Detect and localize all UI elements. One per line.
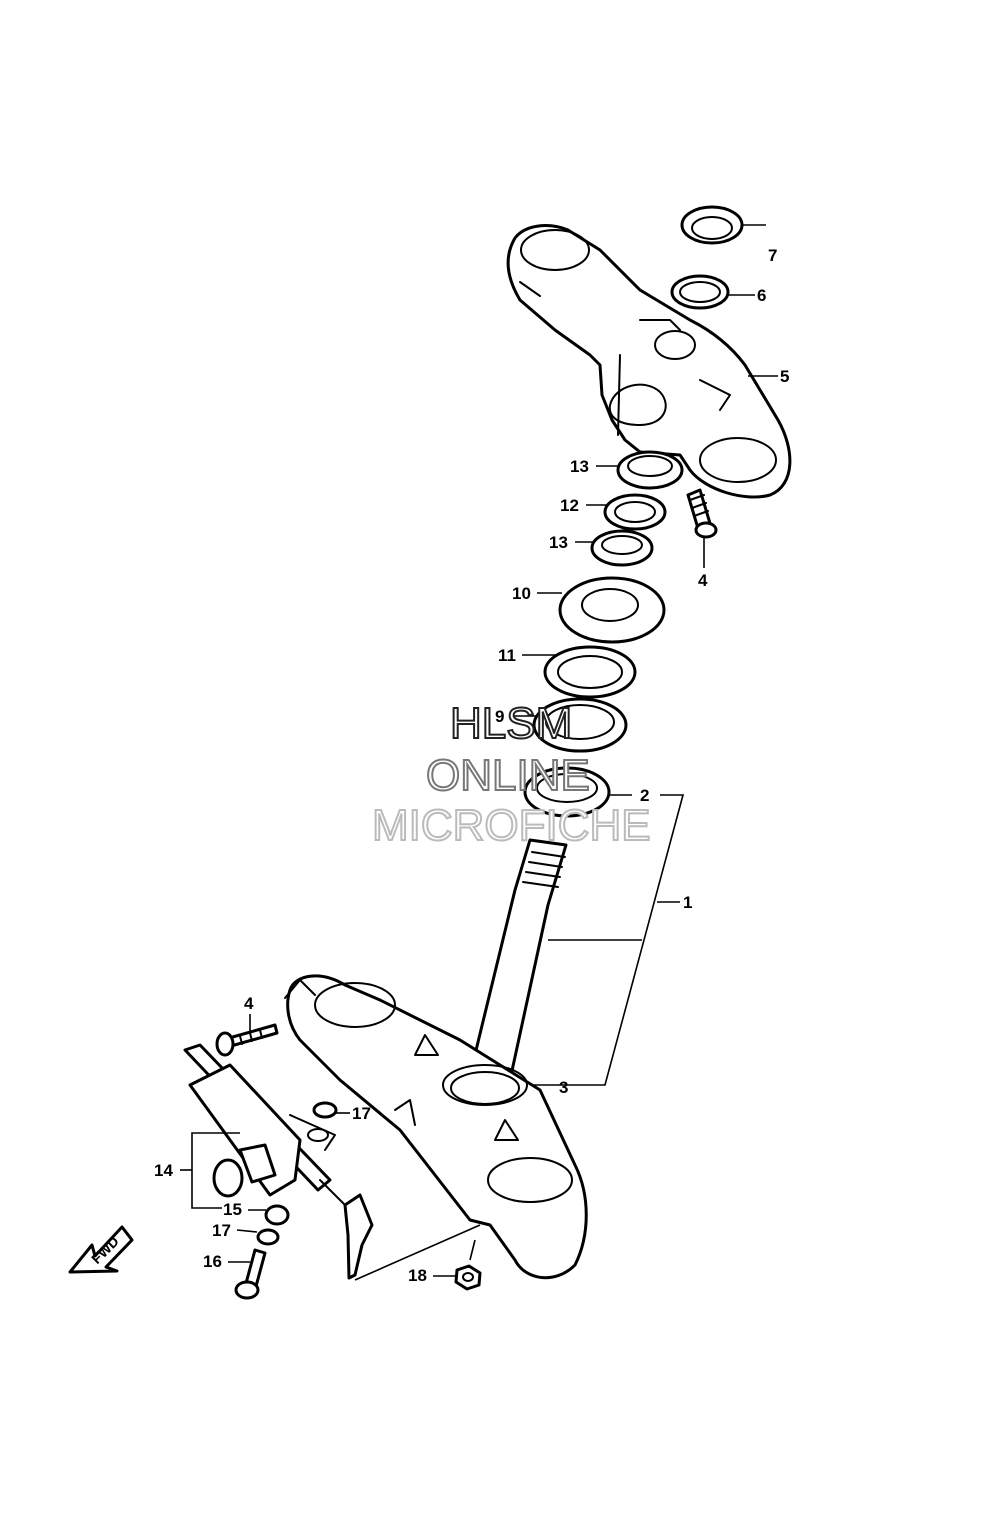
stem-tube: [468, 838, 568, 1082]
lower-bracket: [284, 974, 588, 1280]
dust-seal: [558, 576, 666, 644]
bearing: [523, 766, 611, 818]
watermark-line-3: MICROFICHE: [372, 801, 651, 850]
bolt-6: [686, 488, 718, 539]
callout-9: 9: [495, 707, 504, 726]
washer-17-upper: [312, 1101, 338, 1119]
callout-3: 3: [559, 1078, 568, 1097]
callout-16: 16: [203, 1252, 222, 1271]
callout-10: 10: [512, 584, 531, 603]
callout-11: 11: [498, 646, 516, 665]
callout-13-lower: 13: [549, 533, 568, 552]
callout-13-upper: 13: [570, 457, 589, 476]
nut-18: [454, 1264, 482, 1291]
steering-nut-lower: [590, 529, 654, 567]
bolt-16: [234, 1248, 267, 1300]
callout-5: 5: [780, 367, 789, 386]
callout-18: 18: [408, 1266, 427, 1285]
steering-damper: [183, 1043, 374, 1280]
callout-1: 1: [683, 893, 692, 912]
washer-17-lower: [256, 1228, 280, 1246]
nut-15: [264, 1204, 290, 1226]
fwd-arrow-icon: FWD: [68, 1225, 134, 1274]
callout-17-upper: 17: [352, 1104, 371, 1123]
upper-bracket: [506, 224, 792, 499]
lock-washer: [603, 493, 667, 531]
callout-15: 15: [223, 1200, 242, 1219]
callout-14: 14: [154, 1161, 173, 1180]
callout-7: 6: [757, 286, 766, 305]
watermark-line-1: HLSM: [450, 699, 572, 748]
washer-11: [543, 645, 637, 699]
cap-ring: [680, 205, 744, 245]
callout-17-lower: 17: [212, 1221, 231, 1240]
callout-12: 12: [560, 496, 579, 515]
washer-7: [670, 274, 730, 310]
bearing-race: [532, 697, 628, 753]
bolt-4: [215, 1023, 279, 1057]
callouts: 7 6 5 4 13 12 13 10 11 9 2 1: [154, 224, 789, 1285]
callout-2: 2: [640, 786, 649, 805]
steering-nut-upper: [616, 450, 684, 490]
callout-6: 4: [698, 571, 708, 590]
callout-4: 4: [244, 994, 254, 1013]
positioning-line: [469, 1239, 476, 1261]
positioning-line: [354, 1224, 481, 1281]
watermark-line-2: ONLINE: [426, 751, 590, 800]
callout-8: 7: [768, 246, 777, 265]
watermark: HLSM ONLINE MICROFICHE: [371, 698, 652, 851]
stem-seal: [442, 1064, 528, 1106]
